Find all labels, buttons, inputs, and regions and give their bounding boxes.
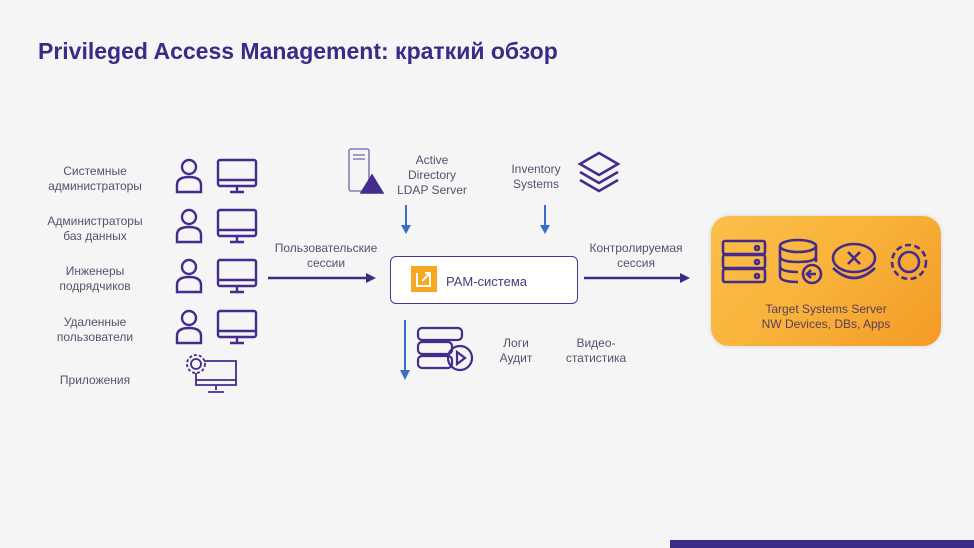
arrow-down-icon [400,320,410,380]
label-line: Видео- [576,336,616,350]
pam-system-label: PAM-система [446,274,528,289]
router-icon [831,242,877,280]
role-line: Инженеры [65,264,125,278]
target-icons [721,238,928,285]
arrow-right-icon [268,273,376,283]
role-line: Системные [63,164,127,178]
pam-logo-icon [411,266,437,292]
layers-icon [577,151,621,193]
role-line: пользователи [56,330,134,344]
label-line: NW Devices, DBs, Apps [761,317,891,331]
arrow-down-icon [401,205,411,234]
user-monitor-icon [175,309,258,345]
label-line: Пользовательские [274,241,378,255]
role-line: Администраторы [47,214,143,228]
label-line: Inventory [511,162,561,176]
role-line: Приложения [59,373,131,387]
database-import-icon [778,238,823,285]
arrow-right-icon [584,273,690,283]
server-rack-icon [721,239,767,284]
user-monitor-icon [175,258,258,294]
role-line: Удаленные [63,315,127,329]
label-line: Логи [503,336,529,350]
video-label: Видео-статистика [556,336,636,366]
label-line: Target Systems Server [765,302,887,316]
app-gear-monitor-icon [186,354,237,393]
label-line: сессия [617,256,655,270]
gear-icon [890,243,928,281]
label-line: Active [415,153,449,167]
label-line: статистика [565,351,627,365]
ad-server-icon [348,148,385,194]
label-line: Systems [512,177,559,191]
page-title: Privileged Access Management: краткий об… [38,38,558,64]
user-monitor-icon [175,208,258,244]
role-line: баз данных [63,229,127,243]
role-line: администраторы [48,179,142,193]
label-line: Directory [407,168,456,182]
label-line: Аудит [499,351,533,365]
user-monitor-icon [175,158,258,194]
footer-accent-bar [670,540,974,548]
role-applications: Приложения [20,373,170,388]
label-line: Контролируемая [589,241,683,255]
label-line: LDAP Server [397,183,467,197]
server-video-icon [416,326,474,372]
role-line: подрядчиков [59,279,131,293]
label-line: сессии [306,256,346,270]
arrow-down-icon [540,205,550,234]
